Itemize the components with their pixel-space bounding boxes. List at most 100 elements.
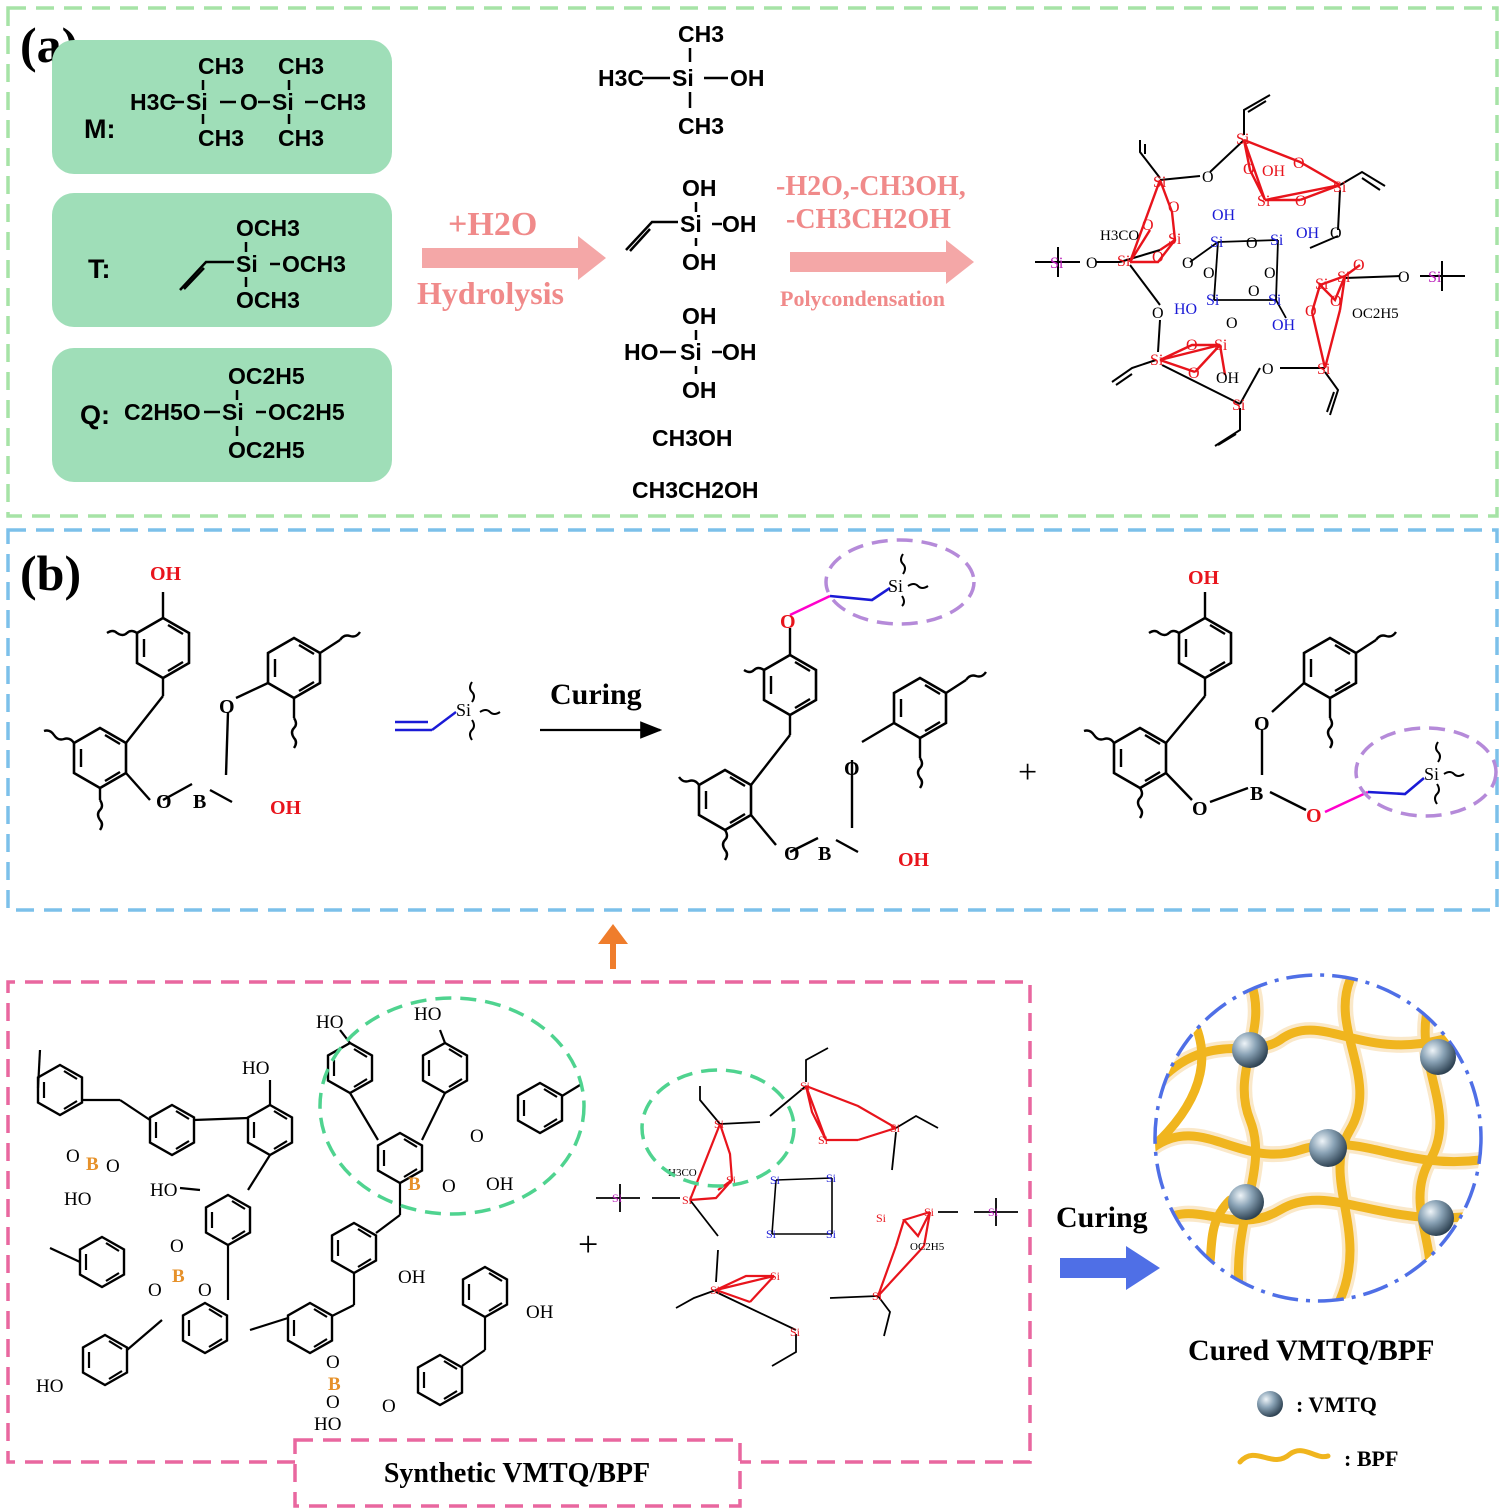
silanol3-si: Si xyxy=(680,339,702,365)
svg-text:O: O xyxy=(1188,365,1200,382)
panel-b: (b) xyxy=(6,528,1499,912)
orange-up-arrow xyxy=(598,924,628,969)
panel-a-border xyxy=(6,6,1499,518)
svg-text:OH: OH xyxy=(898,849,930,871)
svg-text:O: O xyxy=(66,1146,80,1167)
monomer-q-tag: Q: xyxy=(80,400,110,430)
svg-text:OH: OH xyxy=(1272,317,1296,334)
legend: : VMTQ : BPF xyxy=(1237,1391,1398,1471)
svg-text:OH: OH xyxy=(1262,163,1286,180)
svg-text:O: O xyxy=(170,1236,184,1257)
silanol2-right: OH xyxy=(722,211,757,237)
svg-text:OH: OH xyxy=(1212,207,1236,224)
svg-text:O: O xyxy=(1243,161,1255,178)
silanol1-bottom: CH3 xyxy=(678,113,724,139)
silanol1-top: CH3 xyxy=(678,21,724,47)
hydrolysis-products: CH3 H3C Si OH CH3 OH Si OH OH OH HO Si O… xyxy=(598,21,765,503)
vmtq-a-blue-labels: Si Si Si Si OH OH HO OH xyxy=(1174,207,1320,334)
monomer-t-box xyxy=(52,193,392,327)
silanol1-right: OH xyxy=(730,65,765,91)
svg-text:O: O xyxy=(326,1352,340,1373)
svg-text:Si: Si xyxy=(1153,174,1167,191)
svg-text:O: O xyxy=(1203,265,1215,282)
svg-text:Si: Si xyxy=(1150,352,1164,369)
svg-text:OC2H5: OC2H5 xyxy=(1352,306,1399,322)
svg-text:Si: Si xyxy=(1210,234,1224,251)
svg-text:O: O xyxy=(1192,798,1208,820)
svg-text:O: O xyxy=(198,1280,212,1301)
svg-text:B: B xyxy=(408,1174,421,1195)
svg-text:Si: Si xyxy=(1257,193,1271,210)
svg-text:O: O xyxy=(784,843,800,865)
bpf-product-1: Si O O B O OH xyxy=(678,538,987,871)
svg-text:HO: HO xyxy=(414,1004,441,1025)
svg-text:H3CO: H3CO xyxy=(1100,228,1139,244)
svg-text:HO: HO xyxy=(316,1012,343,1033)
svg-text:Si: Si xyxy=(826,1171,837,1185)
svg-text:OH: OH xyxy=(526,1302,554,1323)
svg-text:O: O xyxy=(1330,225,1342,242)
vmtq-a-red-labels: Si Si Si Si Si Si Si Si Si Si Si Si O O … xyxy=(1117,131,1365,414)
svg-text:OH: OH xyxy=(1216,370,1240,387)
monomer-t-och3-top: OCH3 xyxy=(236,215,300,241)
svg-text:Si: Si xyxy=(710,1283,721,1297)
svg-text:O: O xyxy=(1142,217,1154,234)
svg-text:Si: Si xyxy=(1206,292,1220,309)
svg-text:Si: Si xyxy=(1317,361,1331,378)
silanol1-left: H3C xyxy=(598,65,644,91)
svg-text:Si: Si xyxy=(826,1227,837,1241)
curing-arrow-c xyxy=(1060,1246,1160,1290)
plus-b: + xyxy=(1018,754,1037,791)
monomer-m-methyl-1: CH3 xyxy=(198,53,244,79)
svg-text:Si: Si xyxy=(800,1079,811,1093)
svg-text:O: O xyxy=(1295,193,1307,210)
svg-text:O: O xyxy=(1305,303,1317,320)
svg-text:HO: HO xyxy=(36,1376,63,1397)
silanol3-left: HO xyxy=(624,339,659,365)
svg-text:Si: Si xyxy=(1232,397,1246,414)
bpf-fragment-reactant: OH O B O OH xyxy=(43,563,361,831)
svg-text:O: O xyxy=(1353,257,1365,274)
svg-text:O: O xyxy=(156,791,172,813)
monomer-m-tag: M: xyxy=(84,114,115,144)
svg-text:Si: Si xyxy=(612,1191,623,1205)
panel-b-label: (b) xyxy=(20,545,81,601)
plus-c: + xyxy=(578,1224,598,1264)
svg-text:O: O xyxy=(1398,269,1410,286)
svg-text:Si: Si xyxy=(888,576,903,596)
monomer-m-oxygen: O xyxy=(240,89,258,115)
svg-text:O: O xyxy=(1182,255,1194,272)
svg-text:B: B xyxy=(1250,783,1263,805)
vmtq-a-purple-labels: Si Si xyxy=(1050,255,1442,286)
silanol3-right: OH xyxy=(722,339,757,365)
svg-text:Si: Si xyxy=(872,1289,883,1303)
methanol: CH3OH xyxy=(652,425,733,451)
silanol2-top: OH xyxy=(682,175,717,201)
monomer-m-box xyxy=(52,40,392,174)
cured-network xyxy=(1153,973,1483,1303)
cured-network-boundary xyxy=(1153,973,1483,1303)
svg-text:O: O xyxy=(1262,361,1274,378)
svg-text:H3CO: H3CO xyxy=(668,1167,697,1179)
svg-text:Si: Si xyxy=(1337,269,1351,286)
svg-text:O: O xyxy=(148,1280,162,1301)
monomer-t-si: Si xyxy=(236,251,258,277)
svg-text:Si: Si xyxy=(890,1121,901,1135)
svg-text:Si: Si xyxy=(924,1205,935,1219)
panel-a: (a) M: CH3 CH3 H3C Si O Si CH3 CH3 CH3 T… xyxy=(6,6,1499,518)
hydrolysis-label: Hydrolysis xyxy=(417,275,564,311)
svg-text:Si: Si xyxy=(1117,253,1131,270)
monomer-m-methyl-4: CH3 xyxy=(278,125,324,151)
svg-text:HO: HO xyxy=(64,1189,91,1210)
hydrolysis-arrow xyxy=(422,236,606,280)
svg-text:B: B xyxy=(328,1374,341,1395)
svg-text:OH: OH xyxy=(486,1174,514,1195)
panel-c: Synthetic VMTQ/BPF xyxy=(6,980,1032,1508)
panel-c-border xyxy=(6,980,1032,1464)
monomer-t-tag: T: xyxy=(88,254,111,284)
monomer-t-och3-right: OCH3 xyxy=(282,251,346,277)
svg-text:OH: OH xyxy=(1296,225,1320,242)
svg-text:Si: Si xyxy=(1050,255,1064,272)
monomer-m-left: H3C xyxy=(130,89,176,115)
